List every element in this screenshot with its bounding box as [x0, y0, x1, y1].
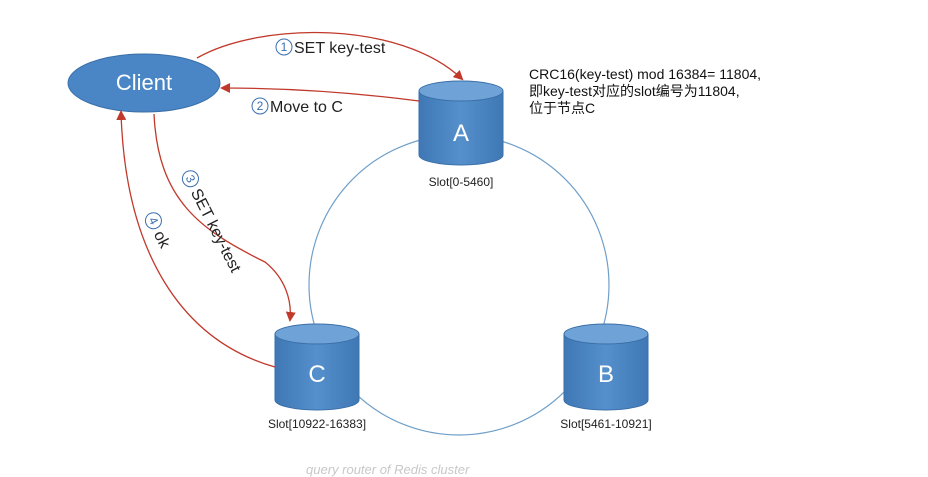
step-3-label: 3 SET key-test [181, 170, 244, 276]
step-2-number: 2 [257, 99, 264, 113]
node-b-label: B [598, 361, 614, 388]
step-1-number: 1 [281, 40, 288, 54]
step-2-label: 2 Move to C [251, 97, 343, 116]
node-a-slot: Slot[0-5460] [429, 175, 494, 189]
step-3-text: SET key-test [187, 186, 244, 276]
node-c: C [274, 323, 360, 411]
step-1-label: 1 SET key-test [275, 38, 386, 57]
note-line-3: 位于节点C [529, 100, 596, 116]
step-3-number: 3 [183, 173, 199, 186]
note-line-1: CRC16(key-test) mod 16384= 11804, [529, 66, 762, 82]
step-1-text: SET key-test [294, 40, 386, 57]
step-4-text: ok [150, 228, 173, 252]
node-c-slot: Slot[10922-16383] [268, 417, 366, 431]
arrow-set-to-a [196, 31, 464, 81]
arrow-move-to-c [220, 83, 420, 102]
node-b: B [563, 323, 649, 411]
note-line-2: 即key-test对应的slot编号为11804, [529, 83, 740, 99]
slot-calculation-note: CRC16(key-test) mod 16384= 11804, 即key-t… [529, 66, 761, 117]
step-2-text: Move to C [270, 99, 343, 116]
arrow-set-to-c [153, 113, 296, 322]
node-b-slot: Slot[5461-10921] [560, 417, 651, 431]
arrow-ok [116, 110, 276, 368]
client-label: Client [116, 70, 172, 95]
figure-caption: query router of Redis cluster [306, 462, 470, 477]
node-c-label: C [308, 361, 325, 388]
node-a: A [418, 80, 504, 166]
step-4-number: 4 [146, 215, 162, 228]
client-node: Client [67, 53, 221, 113]
node-a-label: A [453, 120, 469, 147]
